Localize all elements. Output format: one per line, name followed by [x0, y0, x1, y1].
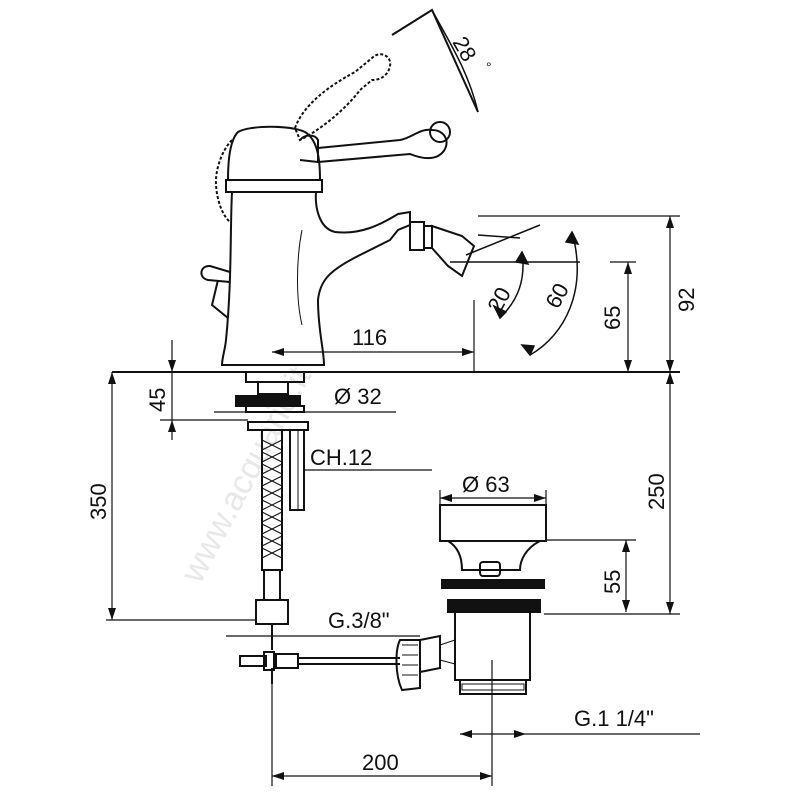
dimension-labels: 28 ° 92 65 20 60 116 45 Ø 32 CH.12 350 2… [86, 32, 699, 775]
label-rod-length: 200 [362, 750, 399, 775]
label-degree: ° [486, 59, 492, 75]
mixer-body [200, 125, 411, 366]
braided-hose [255, 429, 289, 650]
label-wrench-size: CH.12 [310, 445, 372, 470]
label-waste-thread: G.1 1/4" [574, 706, 654, 731]
label-waste-height: 55 [600, 570, 625, 594]
label-spout-outlet-height: 65 [600, 306, 625, 330]
label-thread-length: 45 [145, 388, 170, 412]
label-angle-handle: 28 [448, 32, 482, 66]
label-spout-height: 92 [674, 288, 699, 312]
spray-angle [450, 224, 580, 357]
lever-handle-dashed [214, 53, 392, 223]
pop-up-waste [395, 504, 547, 695]
label-supply-thread: G.3/8" [328, 608, 390, 633]
label-supply-length: 250 [644, 473, 669, 510]
lift-rod [239, 651, 400, 684]
handle-angle-arc [431, 9, 479, 113]
label-spray-angle-max: 60 [540, 279, 574, 312]
label-base-diameter: Ø 32 [334, 384, 382, 409]
dimension-arrows [108, 216, 674, 780]
label-spout-reach: 116 [352, 325, 387, 350]
spout-nozzle [409, 221, 476, 278]
watermark-text: www.acquario.it [173, 360, 319, 589]
label-waste-diameter: Ø 63 [462, 472, 510, 497]
label-hose-length: 350 [86, 483, 111, 520]
lever-handle [299, 121, 451, 164]
dimension-lines [106, 215, 700, 786]
label-spray-angle-min: 20 [482, 283, 516, 316]
